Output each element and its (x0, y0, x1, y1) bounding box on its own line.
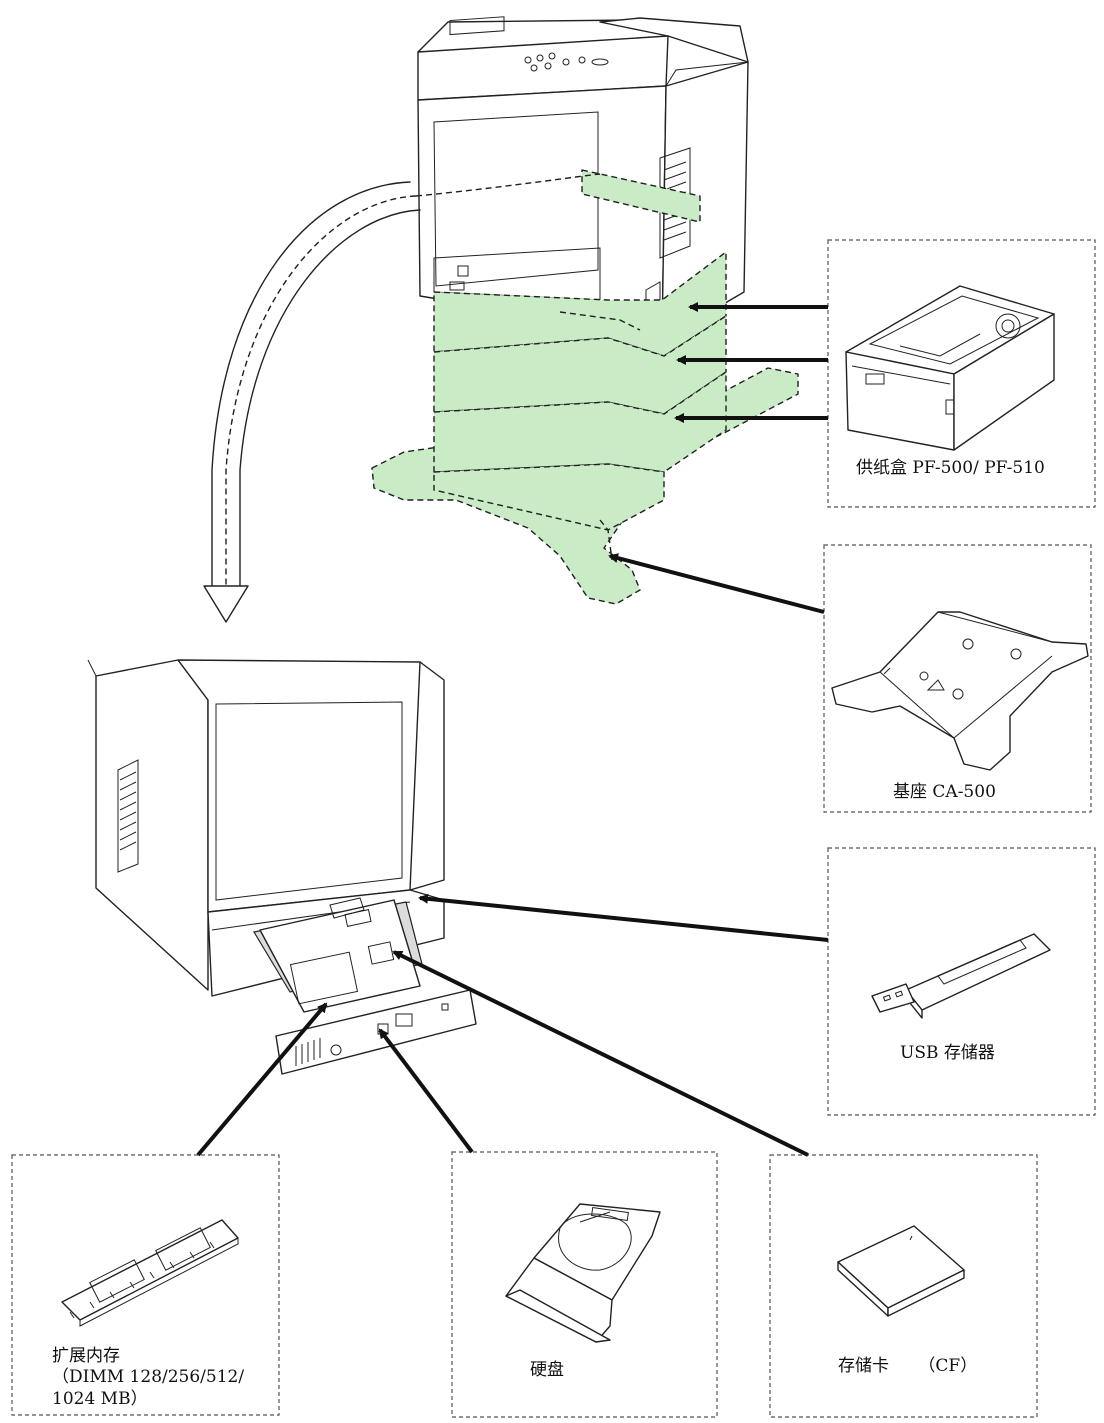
stand-box (823, 544, 1092, 813)
printer-rear-view (87, 659, 477, 1075)
memory-label-line2: （DIMM 128/256/512/ (52, 1367, 245, 1388)
usb-label: USB 存储器 (900, 1043, 995, 1063)
paper-feeder-illustration (845, 285, 1055, 451)
arrow-hdd (378, 1028, 474, 1154)
cf-card-label-main: 存储卡 (838, 1356, 889, 1376)
cf-card-illustration (837, 1225, 965, 1317)
connection-arrows (196, 302, 829, 1157)
stand-illustration (831, 611, 1089, 771)
hdd-label: 硬盘 (530, 1360, 564, 1380)
hdd-illustration (505, 1203, 661, 1343)
usb-illustration (871, 933, 1051, 1019)
cf-card-box (769, 1154, 1038, 1418)
arrow-usb (418, 893, 829, 942)
memory-label-line3: 1024 MB） (52, 1388, 148, 1409)
rear-view-curved-arrow (203, 173, 601, 623)
memory-illustration (61, 1219, 239, 1327)
memory-box (11, 1154, 280, 1416)
arrow-cf (392, 950, 809, 1157)
cf-card-label-tag: （CF） (918, 1356, 978, 1376)
stand-label: 基座 CA-500 (893, 782, 996, 802)
memory-label: 扩展内存 （DIMM 128/256/512/ 1024 MB） (52, 1346, 272, 1410)
arrow-memory (196, 1002, 328, 1157)
arrow-stand (608, 553, 825, 614)
ghost-options-stack (371, 169, 799, 605)
printer-front-view (417, 16, 749, 341)
paper-feeder-label: 供纸盒 PF-500/ PF-510 (856, 458, 1045, 478)
cf-card-label: 存储卡 （CF） (838, 1356, 977, 1377)
hdd-box (451, 1151, 718, 1418)
paper-feeder-box (827, 239, 1096, 508)
usb-box (827, 847, 1096, 1116)
memory-label-line1: 扩展内存 (52, 1346, 120, 1366)
